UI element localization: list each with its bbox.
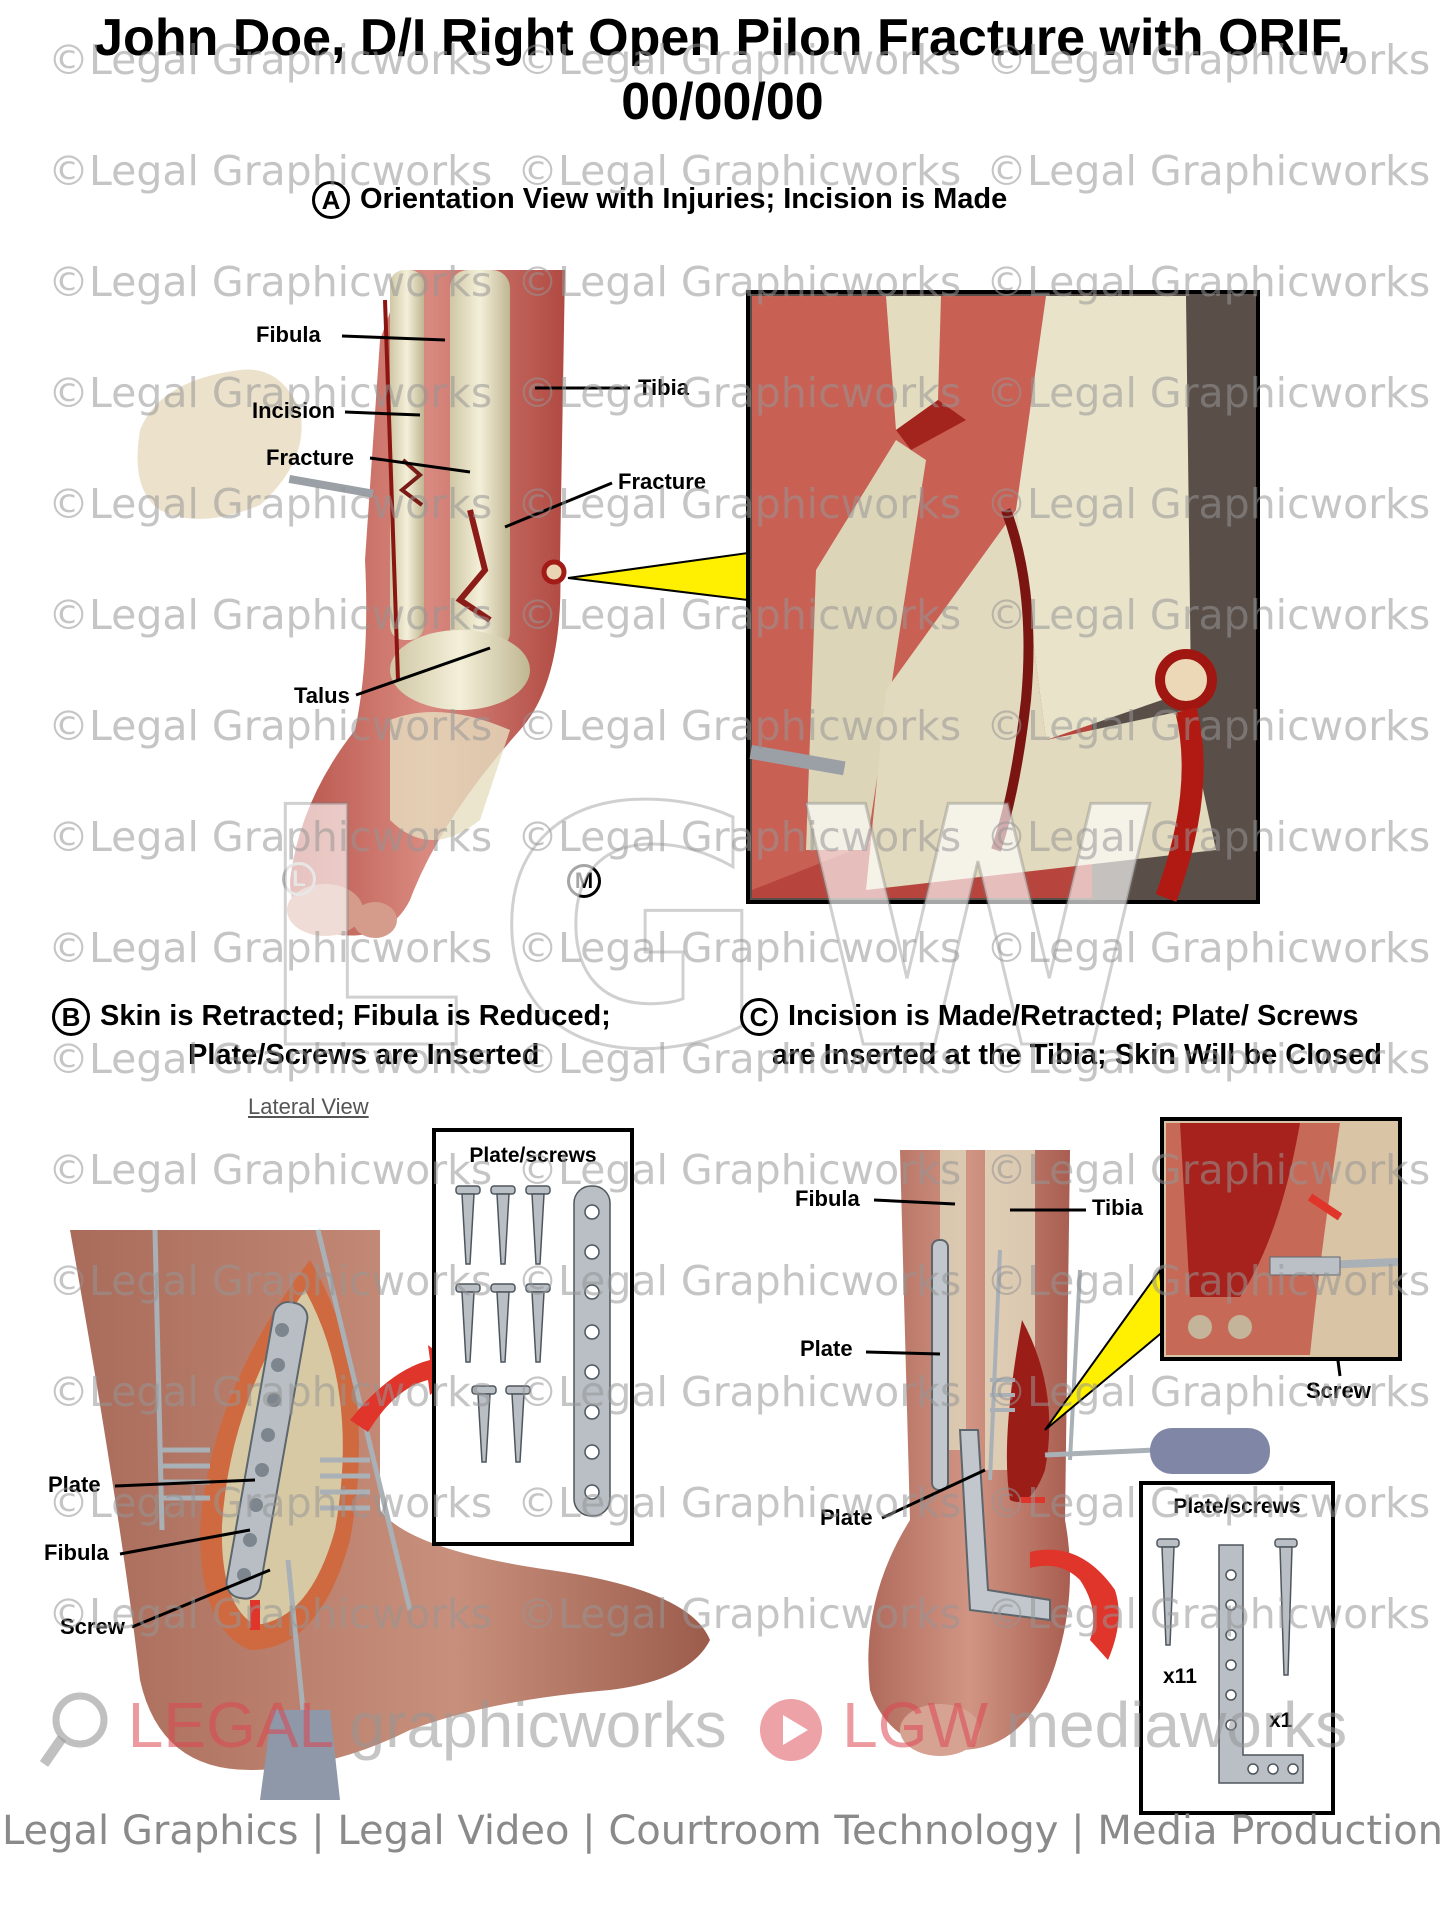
label-fibula-b: Fibula — [44, 1540, 109, 1565]
panel-a-heading: A Orientation View with Injuries; Incisio… — [312, 180, 1008, 220]
implant-inset-c: Plate/screws x11 x1 — [1139, 1481, 1335, 1815]
panel-a-heading-text: Orientation View with Injuries; Incision… — [360, 183, 1008, 215]
label-tibia-a: Tibia — [638, 375, 689, 400]
implant-inset-b: Plate/screws — [432, 1128, 634, 1546]
leg-illustration-a — [137, 270, 567, 938]
panel-b-heading: B Skin is Retracted; Fibula is Reduced; — [52, 997, 611, 1037]
label-screw-c: Screw — [1306, 1378, 1371, 1403]
panel-c-heading-line1: Incision is Made/Retracted; Plate/ Screw… — [788, 1000, 1359, 1032]
play-icon — [758, 1697, 824, 1763]
lateral-view-label: Lateral View — [248, 1094, 369, 1119]
label-screw-b: Screw — [60, 1614, 125, 1639]
label-fracture-right-a: Fracture — [618, 469, 707, 494]
label-fibula-a: Fibula — [256, 322, 321, 347]
leg-illustration-b — [70, 1229, 710, 1800]
screw-zoom-inset — [1160, 1117, 1402, 1361]
label-fracture-left-a: Fracture — [266, 445, 355, 470]
screw-quantity: x11 — [1163, 1665, 1197, 1688]
label-tibia-c: Tibia — [1092, 1195, 1143, 1220]
label-plate-lower-c: Plate — [820, 1505, 873, 1530]
label-incision-a: Incision — [252, 398, 336, 423]
panel-c-heading: C Incision is Made/Retracted; Plate/ Scre… — [740, 997, 1359, 1037]
panel-c-heading-line2: are Inserted at the Tibia; Skin Will be … — [772, 1039, 1382, 1071]
label-plate-upper-c: Plate — [800, 1336, 853, 1361]
label-fibula-c: Fibula — [795, 1186, 860, 1211]
panel-b-heading-line2: Plate/Screws are Inserted — [188, 1039, 540, 1071]
screws-and-plate-b — [455, 1185, 611, 1517]
panel-a-letter: A — [312, 181, 350, 220]
lgw-big-logo: LGW — [253, 738, 1191, 1122]
title-line-1: John Doe, D/I Right Open Pilon Fracture … — [94, 9, 1351, 67]
page-title: John Doe, D/I Right Open Pilon Fracture … — [0, 6, 1445, 134]
panel-b-heading-line1: Skin is Retracted; Fibula is Reduced; — [100, 1000, 611, 1032]
panel-c-letter: C — [740, 998, 778, 1037]
footer-tagline: Legal Graphics | Legal Video | Courtroom… — [1, 1808, 1444, 1854]
screwdriver-c — [1044, 1428, 1270, 1474]
logo-graphicworks: graphicworks — [349, 1689, 727, 1761]
plate-quantity: x1 — [1269, 1709, 1293, 1732]
marker-medial: M — [567, 864, 601, 898]
implant-inset-c-title: Plate/screws — [1173, 1495, 1301, 1518]
label-plate-b: Plate — [48, 1472, 101, 1497]
panel-b-letter: B — [52, 998, 90, 1037]
implant-inset-b-title: Plate/screws — [469, 1144, 597, 1167]
logo-lgw: LGW — [842, 1689, 988, 1761]
marker-lateral: L — [282, 862, 316, 896]
fracture-zoom-inset — [746, 290, 1260, 904]
screws-and-plate-c — [1156, 1538, 1304, 1784]
logo-mediaworks: mediaworks — [1005, 1689, 1348, 1761]
leg-illustration-c — [868, 1150, 1119, 1756]
footer-logo: LEGAL graphicworks LGW mediaworks — [39, 1688, 1420, 1778]
magnifier-icon — [39, 1690, 110, 1770]
logo-legal: LEGAL — [127, 1689, 332, 1761]
title-line-2: 00/00/00 — [621, 73, 824, 131]
label-talus-a: Talus — [294, 683, 350, 708]
